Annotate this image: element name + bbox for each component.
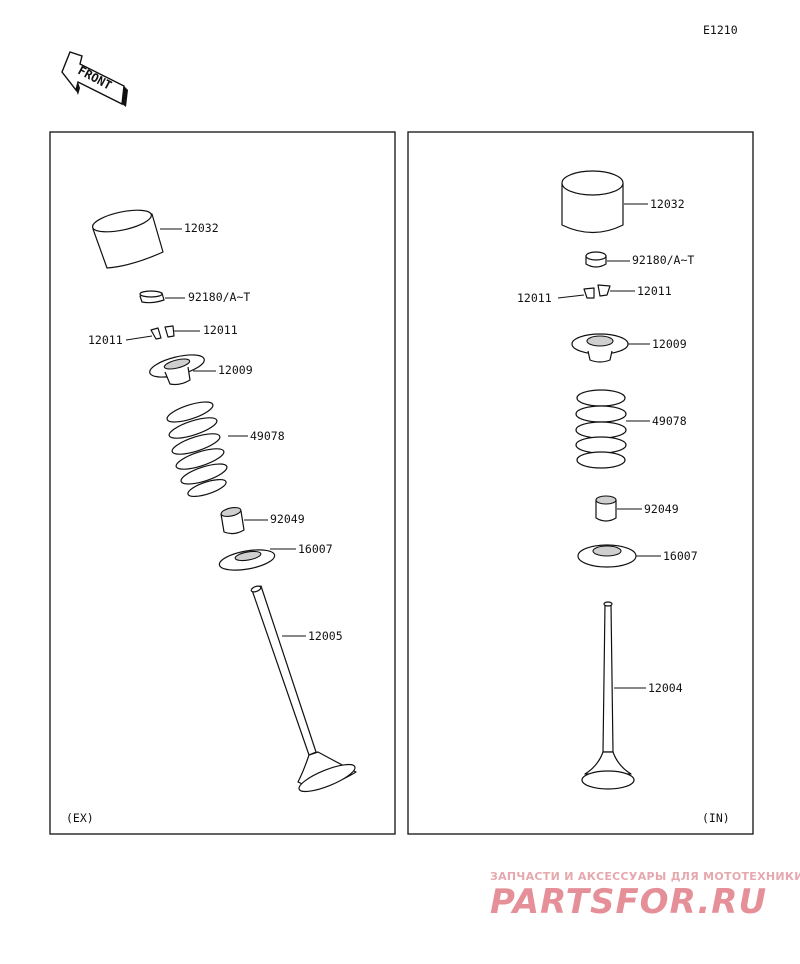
in-retainer: [571, 333, 629, 363]
ex-label-valve: 12005: [308, 629, 343, 643]
in-label-cotter-left: 12011: [517, 291, 552, 305]
in-label-seal: 92049: [644, 502, 679, 516]
ex-tappet: [91, 209, 164, 269]
ex-panel-tag: (EX): [66, 811, 94, 825]
ex-cotters: [150, 325, 175, 340]
in-shim: [585, 251, 607, 268]
ex-valve: [250, 585, 357, 793]
ex-label-seal: 92049: [270, 512, 305, 526]
ex-shim: [139, 290, 165, 304]
ex-label-spring: 49078: [250, 429, 285, 443]
in-cotters: [583, 284, 611, 299]
in-label-seat: 16007: [663, 549, 698, 563]
exhaust-panel: [49, 131, 396, 835]
in-label-valve: 12004: [648, 681, 683, 695]
in-tappet: [561, 170, 624, 234]
watermark-brand: PARTSFOR.RU: [490, 882, 767, 922]
ex-label-retainer: 12009: [218, 363, 253, 377]
ex-seat: [218, 549, 276, 571]
diagram-code: E1210: [703, 23, 738, 37]
in-label-retainer: 12009: [652, 337, 687, 351]
in-spring: [575, 389, 627, 469]
watermark-tagline: ЗАПЧАСТИ И АКСЕССУАРЫ ДЛЯ МОТОТЕХНИКИ: [490, 870, 800, 883]
ex-seal: [220, 507, 245, 535]
ex-spring: [166, 401, 228, 498]
in-valve: [581, 601, 635, 790]
in-label-shim: 92180/A~T: [632, 253, 694, 267]
in-seat: [577, 544, 637, 568]
in-label-tappet: 12032: [650, 197, 685, 211]
ex-label-seat: 16007: [298, 542, 333, 556]
in-seal: [595, 495, 617, 522]
ex-label-tappet: 12032: [184, 221, 219, 235]
in-label-spring: 49078: [652, 414, 687, 428]
ex-label-shim: 92180/A~T: [188, 290, 250, 304]
in-label-cotter-right: 12011: [637, 284, 672, 298]
ex-retainer: [149, 354, 205, 386]
ex-label-cotter-right: 12011: [203, 323, 238, 337]
intake-panel: [407, 131, 754, 835]
in-panel-tag: (IN): [702, 811, 730, 825]
ex-label-cotter-left: 12011: [88, 333, 123, 347]
front-arrow-icon: FRONT: [61, 51, 128, 107]
